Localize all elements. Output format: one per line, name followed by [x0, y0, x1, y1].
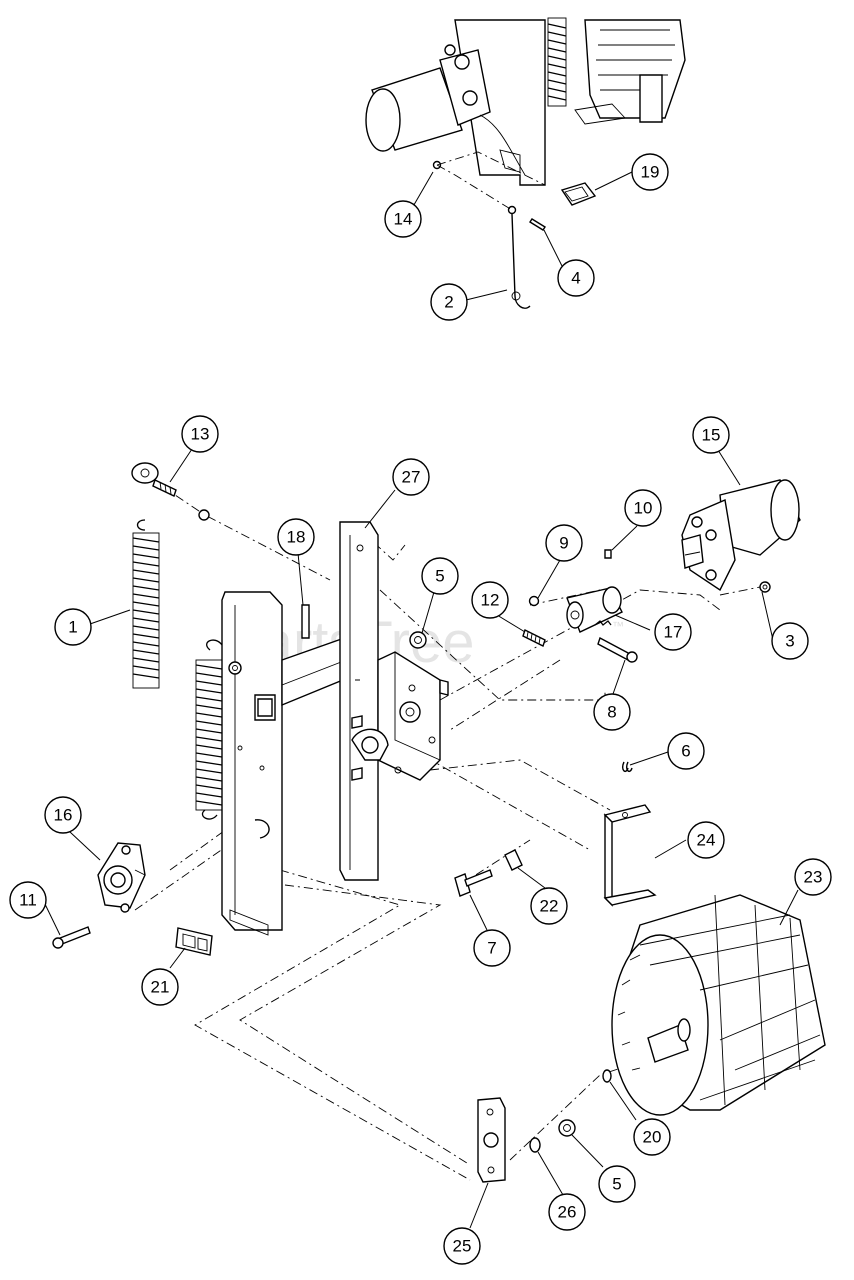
top-latch-19	[560, 182, 597, 206]
spring-1	[131, 462, 160, 689]
svg-text:24: 24	[697, 831, 716, 850]
svg-text:27: 27	[402, 468, 421, 487]
callout-13: 13	[181, 415, 219, 453]
svg-text:2: 2	[444, 293, 453, 312]
nut-3	[759, 581, 771, 593]
callout-19: 19	[631, 153, 669, 191]
pin-12	[522, 629, 546, 647]
callout-22: 22	[530, 887, 568, 925]
top-motor	[365, 44, 491, 152]
callout-23: 23	[794, 858, 832, 896]
svg-text:9: 9	[559, 534, 568, 553]
callout-1: 1	[54, 608, 92, 646]
svg-text:8: 8	[607, 703, 616, 722]
cotter-pin-6	[621, 761, 633, 772]
callout-24: 24	[687, 821, 725, 859]
svg-text:18: 18	[287, 528, 306, 547]
frame-spring	[195, 639, 223, 820]
top-washer	[507, 205, 517, 215]
svg-text:5: 5	[612, 1175, 621, 1194]
callout-8: 8	[593, 693, 631, 731]
bolt-7	[454, 869, 493, 897]
tall-plate-27	[339, 521, 379, 881]
top-rod-2	[511, 213, 531, 309]
callout-11: 11	[9, 881, 47, 919]
svg-text:26: 26	[558, 1203, 577, 1222]
nut-9	[528, 595, 540, 607]
bracket-24	[603, 804, 657, 907]
top-assembly	[365, 17, 686, 309]
callout-15: 15	[692, 416, 730, 454]
svg-text:4: 4	[571, 269, 580, 288]
callout-21: 21	[141, 968, 179, 1006]
washer-26	[529, 1137, 541, 1153]
nut-5-lower	[558, 1119, 576, 1137]
svg-text:15: 15	[702, 426, 721, 445]
svg-text:6: 6	[681, 742, 690, 761]
callout-26: 26	[548, 1193, 586, 1231]
washer-20	[602, 1069, 612, 1083]
callout-3: 3	[771, 622, 809, 660]
coupler-17	[566, 586, 623, 633]
callout-25: 25	[443, 1227, 481, 1265]
callout-2: 2	[430, 283, 468, 321]
svg-text:25: 25	[453, 1237, 472, 1256]
spacer-22	[504, 849, 523, 871]
callout-12: 12	[471, 581, 509, 619]
callout-16: 16	[44, 796, 82, 834]
svg-text:21: 21	[151, 978, 170, 997]
svg-text:11: 11	[19, 891, 37, 910]
svg-text:22: 22	[540, 897, 559, 916]
set-screw-10	[604, 549, 612, 559]
top-screw-4	[529, 218, 546, 231]
pin-18	[301, 604, 310, 639]
watermark-trademark: ™	[612, 619, 624, 633]
callout-27: 27	[392, 458, 430, 496]
svg-text:13: 13	[191, 425, 210, 444]
callout-18: 18	[277, 518, 315, 556]
svg-text:16: 16	[54, 806, 73, 825]
plate-25	[477, 1097, 506, 1183]
bearing-flange-16	[97, 842, 146, 913]
svg-text:17: 17	[664, 623, 683, 642]
callout-17: 17	[654, 613, 692, 651]
decal-21	[175, 927, 213, 956]
motor-15	[681, 479, 801, 592]
callout-9: 9	[545, 524, 583, 562]
bolt-8	[597, 636, 638, 663]
callout-4: 4	[557, 259, 595, 297]
callout-20: 20	[633, 1118, 671, 1156]
bolt-11	[52, 926, 91, 949]
callout-6: 6	[667, 732, 705, 770]
svg-text:12: 12	[481, 591, 500, 610]
top-spring	[547, 17, 567, 107]
svg-text:14: 14	[394, 210, 413, 229]
svg-text:5: 5	[435, 567, 444, 586]
top-bracket	[639, 74, 663, 123]
bracket-box	[351, 651, 449, 781]
svg-text:3: 3	[785, 632, 794, 651]
callout-14: 14	[384, 200, 422, 238]
leader-lines	[43, 171, 799, 1229]
left-frame-plate	[221, 591, 283, 936]
svg-text:10: 10	[634, 499, 653, 518]
callout-5-upper: 5	[421, 557, 459, 595]
top-drum	[584, 19, 686, 119]
svg-text:20: 20	[643, 1128, 662, 1147]
callout-7: 7	[473, 929, 511, 967]
drum-23	[611, 894, 826, 1116]
callout-10: 10	[624, 489, 662, 527]
svg-text:23: 23	[804, 868, 823, 887]
svg-text:7: 7	[487, 939, 496, 958]
svg-text:1: 1	[68, 618, 77, 637]
nut-5-upper	[409, 631, 427, 649]
callout-5-lower: 5	[598, 1165, 636, 1203]
eye-bolt-13	[152, 479, 210, 521]
svg-text:19: 19	[641, 163, 660, 182]
